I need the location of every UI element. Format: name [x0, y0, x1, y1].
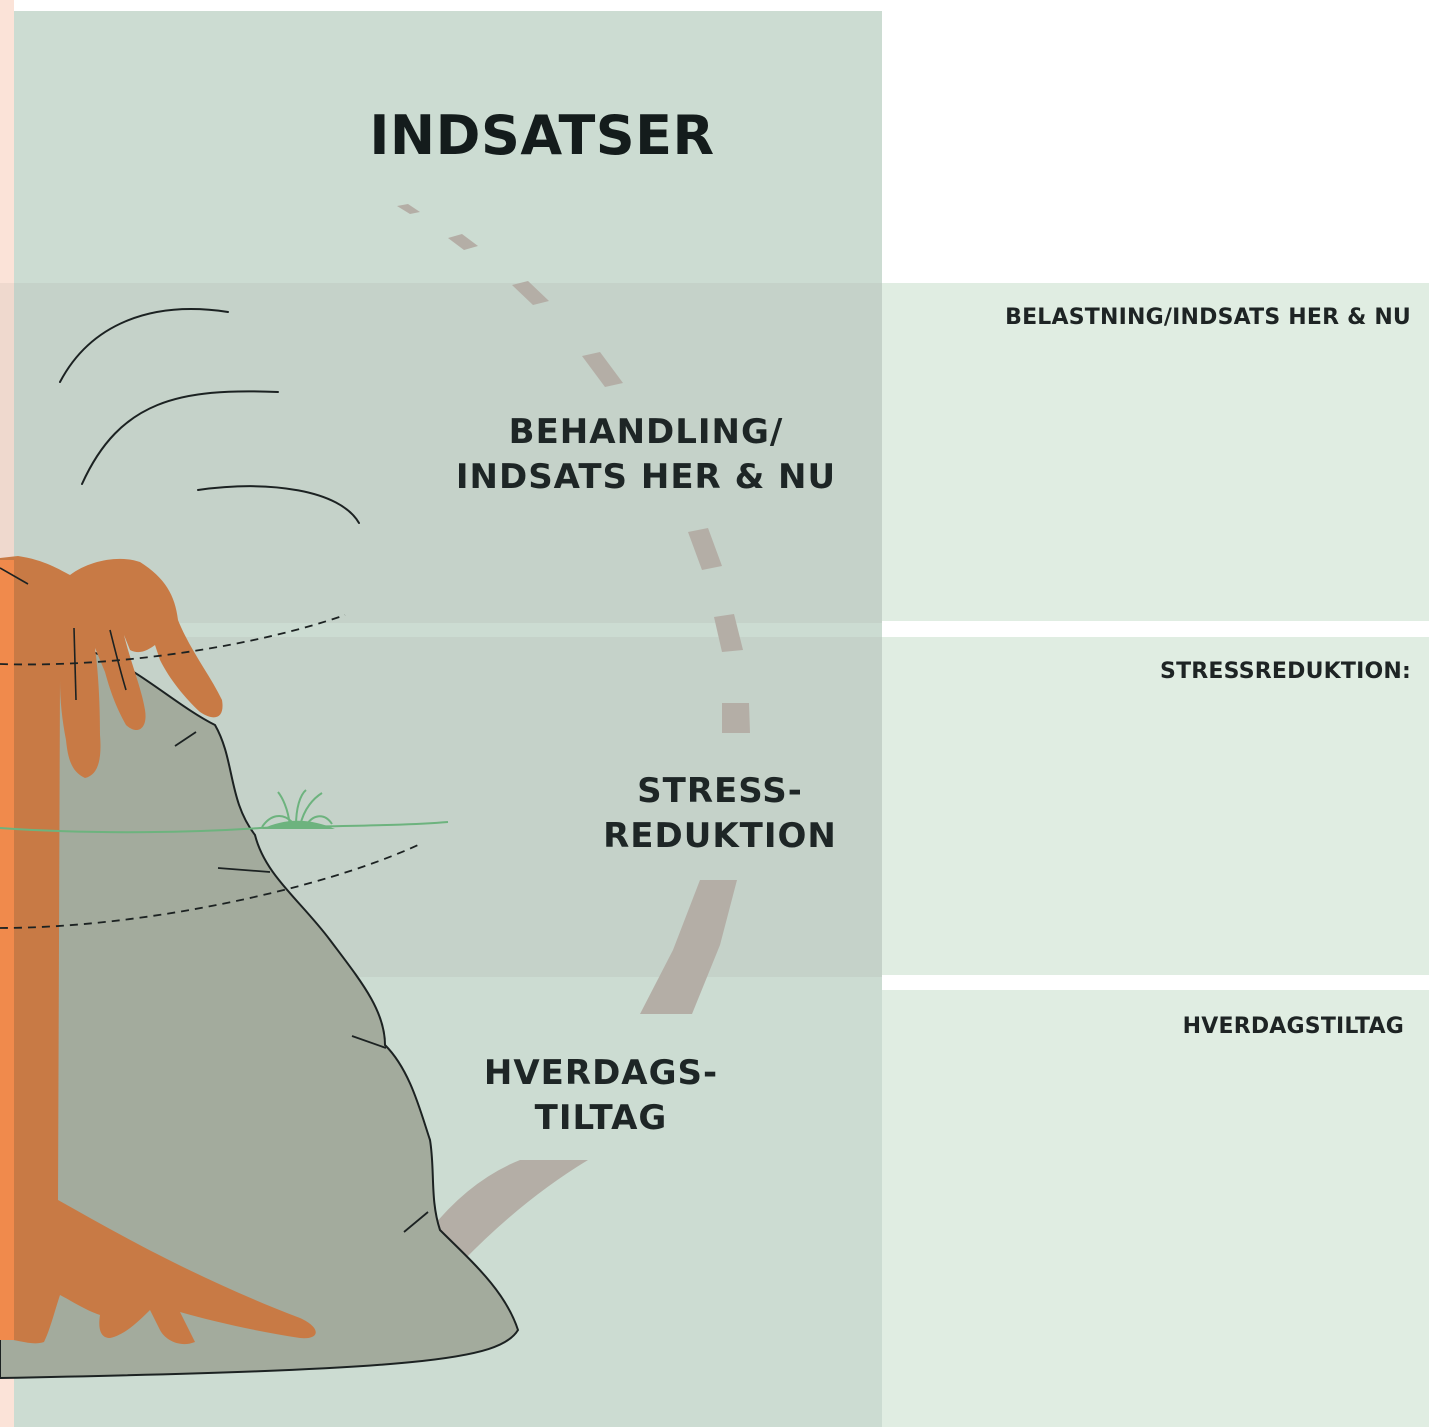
stage-label-line: BEHANDLING/	[440, 410, 852, 455]
stage-label-line: TILTAG	[445, 1096, 757, 1141]
field-box-treatment[interactable]: BELASTNING/INDSATS HER & NU	[882, 283, 1429, 621]
field-box-everyday-measures[interactable]: HVERDAGSTILTAG	[882, 990, 1429, 1427]
climbing-figure-illustration	[0, 0, 882, 1427]
figure-edge	[0, 560, 14, 1340]
field-label: STRESSREDUKTION:	[1160, 659, 1411, 684]
grass-tuft	[262, 821, 335, 829]
stage-label-line: HVERDAGS-	[445, 1051, 757, 1096]
page-title: INDSATSER	[340, 104, 744, 167]
field-label: BELASTNING/INDSATS HER & NU	[1005, 305, 1411, 330]
stage-label-stress-reduction: STRESS- REDUKTION	[570, 769, 870, 859]
stage-label-treatment: BEHANDLING/ INDSATS HER & NU	[440, 410, 852, 500]
stage-label-everyday-measures: HVERDAGS- TILTAG	[445, 1051, 757, 1141]
field-box-stress-reduction[interactable]: STRESSREDUKTION:	[882, 637, 1429, 975]
stage-label-line: INDSATS HER & NU	[440, 455, 852, 500]
stage-label-line: STRESS-	[570, 769, 870, 814]
field-label: HVERDAGSTILTAG	[1183, 1014, 1404, 1039]
motion-lines	[60, 309, 359, 523]
stage-label-line: REDUKTION	[570, 814, 870, 859]
